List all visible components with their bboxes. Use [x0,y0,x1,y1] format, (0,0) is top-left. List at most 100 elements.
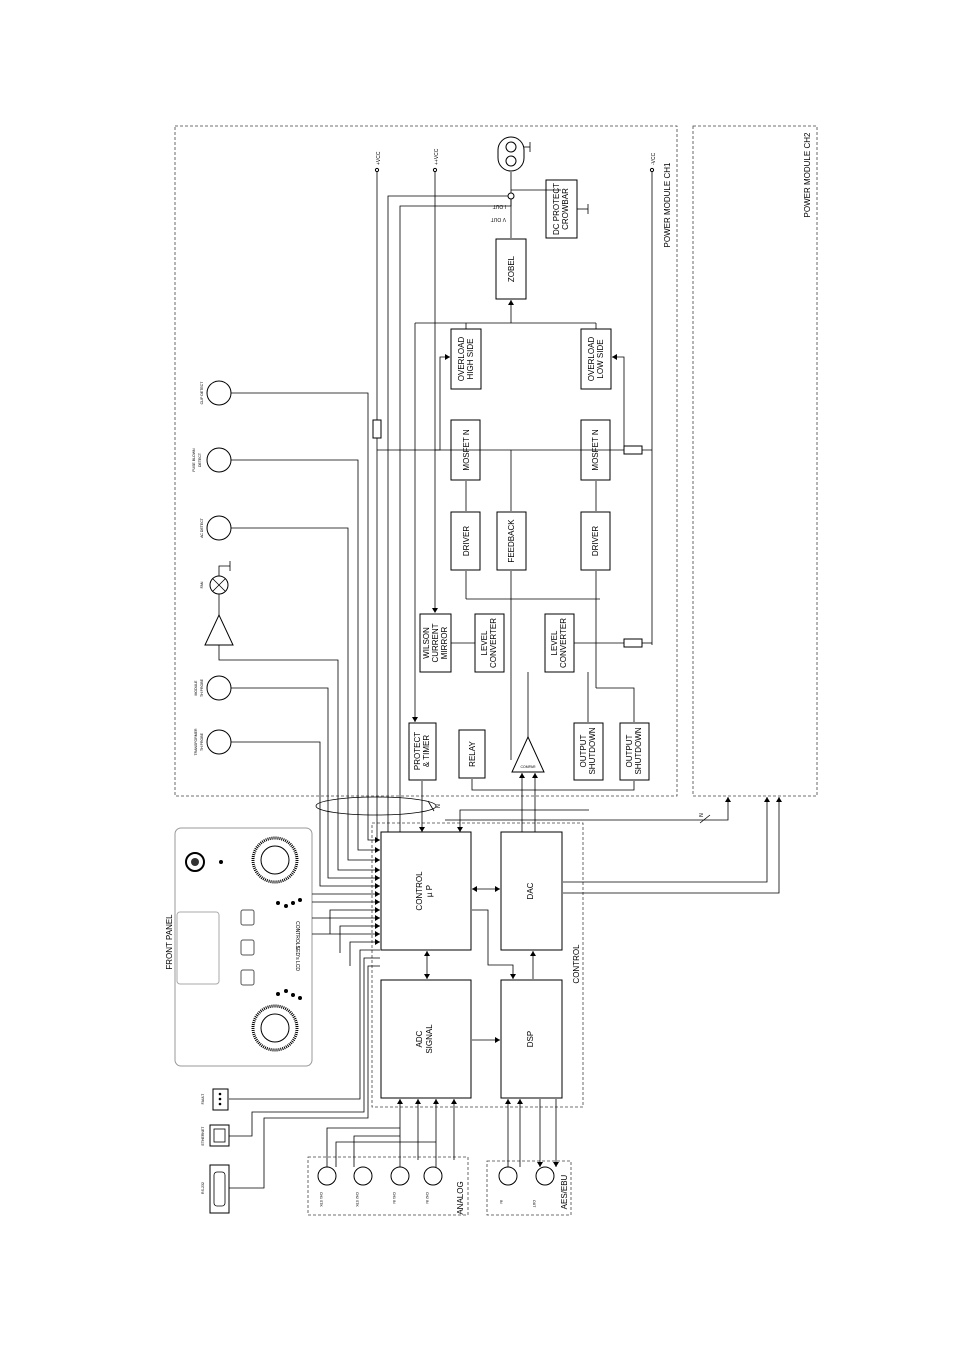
ethernet-line [229,957,380,1137]
overload-low-label-2: LOW SIDE [596,339,605,378]
relay-label: RELAY [468,741,477,767]
led-a3 [291,901,295,905]
fan-driver-amp [204,613,234,646]
fuse-label-2: DETECT [198,452,202,467]
resistor-low-sense [623,445,643,455]
fuse-detect-sensor [206,447,232,473]
dc-protect-label-1: DC PROTECT [552,183,561,235]
driver-high-block [450,511,481,571]
arrow-adc-4 [451,1099,457,1104]
panel-button-3 [240,969,255,986]
fault-pin-3 [218,1102,222,1106]
module-label-1: MODULE [194,680,198,696]
overload-low-sense [612,356,625,450]
ch2-stk-label: CH2 STK [355,1192,359,1207]
resistor-high [372,419,382,439]
arrow-ch2-3 [725,797,731,802]
arrow-up-adc-1 [424,951,430,956]
panel-button-1 [240,909,255,926]
relay-block [458,729,486,779]
ac-line [231,527,380,861]
protect-label-2: & TIMER [422,735,431,768]
zobel-block [495,238,527,300]
overload-high-block [450,328,482,390]
transformer-label-1: TRANSFORMER [194,728,198,756]
dc-protect-crowbar-block [545,179,578,239]
dac-label: DAC [526,882,535,899]
arrow-fp-9 [375,907,380,913]
arrow-ch2-1 [764,797,770,802]
ac-detect-label: AC DETECT [200,517,204,538]
iout-label: I OUT [493,203,506,209]
front-panel-label: FRONT PANEL [165,914,174,970]
ch2-in-label: CH2 IN [425,1192,429,1204]
rs232-connector [209,1164,230,1214]
driver-low-block [580,511,611,571]
aes-out-label: OUT [532,1200,536,1208]
ac-detect-sensor [206,515,232,541]
rail-vcc-pos-label: +VCC [376,151,382,165]
arrow-adc-3 [433,1099,439,1104]
ethernet-connector [209,1124,230,1147]
transformer-probe-sensor [206,729,232,755]
arrow-comp-dac-2 [532,773,538,778]
lcd-label: LCD [294,961,300,971]
fan-label: FAN [200,581,204,588]
ch1-stk-xlr [317,1166,337,1186]
arrow-up-dac-1 [472,886,477,892]
aes-in-xlr [498,1166,518,1186]
shutdown2-label-2: SHUTDOWN [634,727,643,774]
fan-line [218,645,380,871]
ch2-stk-xlr [353,1166,373,1186]
power-module-ch1-frame [174,125,678,797]
arrow-adc-2 [415,1099,421,1104]
power-knob-inner [191,858,199,866]
fault-line [229,949,380,1100]
overload-high-sense [435,356,450,451]
transformer-line [231,741,380,887]
wilson-label-3: MIRROR [440,627,449,660]
wilson-label-1: WILSON [422,627,431,659]
dsp-label: DSP [526,1031,535,1047]
driver-high-label: DRIVER [462,526,471,556]
rs232-label: RS-232 [201,1182,205,1194]
comparator-amp [511,735,545,773]
iout-node [507,192,515,200]
power-ch2-label: POWER MODULE CH2 [803,132,812,217]
aes-in-label: IN [499,1200,503,1204]
overload-high-label-1: OVERLOAD [457,337,466,382]
arrow-wilson-in [432,608,438,613]
shutdown1-label-2: SHUTDOWN [588,727,597,774]
fault-pin-2 [218,1097,222,1101]
arrow-zobel [508,300,514,305]
arrow-control-ch1 [457,827,463,832]
analog-wire-3 [353,1135,400,1167]
protect-label-1: PROTECT [413,732,422,770]
led-b1 [276,992,280,996]
link-up-dsp [472,909,514,979]
ethernet-label: ETHERNET [201,1126,205,1146]
output-shutdown-2-block [619,722,650,781]
driver-low-label: DRIVER [591,526,600,556]
shutdown1-label-1: OUTPUT [579,734,588,767]
arrow-fp-8 [375,899,380,905]
resistor-low [623,638,643,648]
arrow-protect-control [419,827,425,832]
level1-label-2: CONVERTER [489,618,498,668]
arrow-fp-11 [375,923,380,929]
feedback-block [496,511,527,571]
led-a4 [298,898,302,902]
arrow-ch2-2 [776,797,782,802]
clip-line [231,392,380,841]
bus-slash-2 [699,814,711,824]
arrow-up-adc-2 [424,974,430,979]
output-terminal-pin-2 [505,155,517,167]
level-knob-top-inner [260,845,290,875]
analog-frame [307,1156,469,1216]
arrow-fp-7 [375,891,380,897]
shutdown2-label-1: OUTPUT [625,734,634,767]
fan-ground [218,565,230,576]
power-led [219,860,223,864]
bus-bundle [315,796,437,816]
